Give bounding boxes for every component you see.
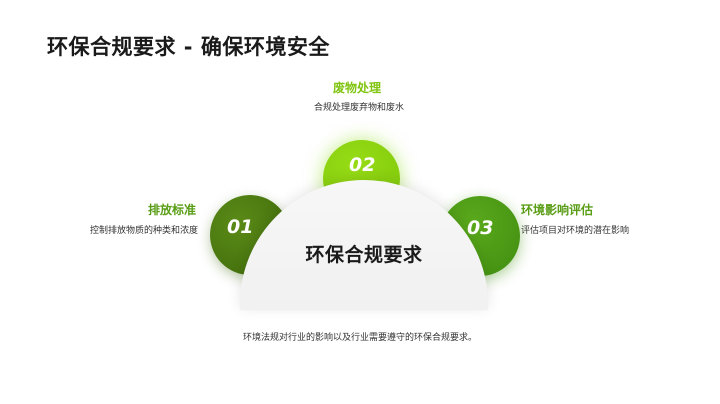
center-dome: 环保合规要求	[240, 180, 488, 310]
center-label: 环保合规要求	[305, 244, 423, 266]
item-3-number: 03	[467, 217, 494, 239]
item-1-description: 控制排放物质的种类和浓度	[90, 226, 199, 236]
item-3-description: 评估项目对环境的潜在影响	[521, 226, 630, 236]
item-1-number: 01	[227, 216, 254, 238]
footer-text: 环境法规对行业的影响以及行业需要遵守的环保合规要求。	[242, 333, 477, 343]
item-2-number: 02	[349, 154, 376, 176]
slide-title: 环保合规要求 - 确保环境安全	[47, 35, 330, 59]
item-2-description: 合规处理废弃物和废水	[314, 103, 405, 113]
item-2-heading: 废物处理	[333, 81, 382, 95]
item-3-heading: 环境影响评估	[521, 203, 594, 217]
item-1-heading: 排放标准	[148, 203, 197, 217]
